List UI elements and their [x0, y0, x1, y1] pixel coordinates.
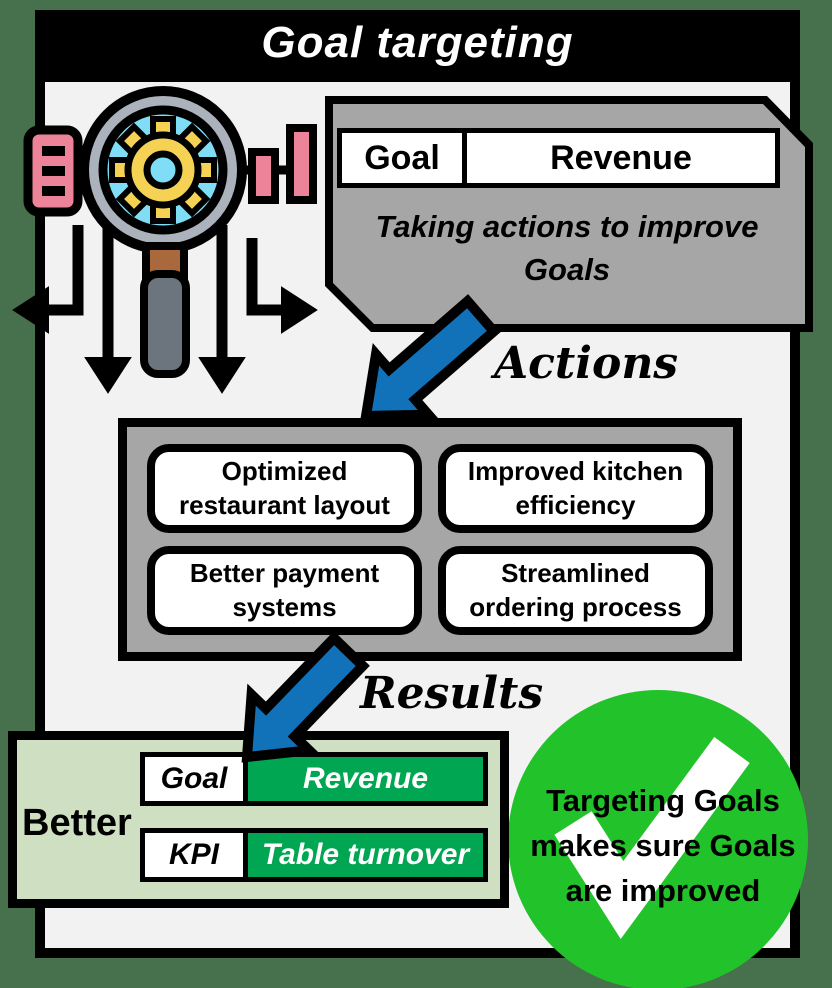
- result-row-kpi: KPI Table turnover: [140, 828, 488, 882]
- gear-icon: [109, 116, 217, 224]
- check-circle-icon: [508, 690, 808, 988]
- down-arrows-icon: [12, 225, 318, 394]
- result-kpi-key-cell: KPI: [140, 828, 248, 882]
- result-goal-value-cell: Revenue: [243, 752, 488, 806]
- actions-flow-label: Actions: [494, 338, 679, 389]
- result-row-goal: Goal Revenue: [140, 752, 488, 806]
- magnifier-gear-analysis-icon: [12, 86, 318, 394]
- magnifier-handle: [140, 270, 190, 378]
- action-item-kitchen-efficiency: Improved kitchen efficiency: [438, 444, 713, 533]
- result-goal-key-cell: Goal: [140, 752, 248, 806]
- checkmark-icon: [554, 736, 750, 939]
- action-item-ordering-process: Streamlined ordering process: [438, 546, 713, 635]
- better-label: Better: [22, 802, 132, 844]
- actions-box: Optimized restaurant layout Improved kit…: [118, 418, 742, 661]
- action-item-payment-systems: Better payment systems: [147, 546, 422, 635]
- goal-table-value-cell: Revenue: [462, 128, 780, 188]
- page-title: Goal targeting: [261, 18, 574, 67]
- action-item-optimized-layout: Optimized restaurant layout: [147, 444, 422, 533]
- list-icon: [23, 125, 83, 217]
- goal-table-key-cell: Goal: [337, 128, 467, 188]
- badge-caption: Targeting Goals makes sure Goals are imp…: [530, 783, 796, 908]
- result-kpi-value-cell: Table turnover: [243, 828, 488, 882]
- goal-box-caption: Taking actions to improve Goals: [375, 209, 759, 287]
- magnifier-icon: [79, 86, 247, 378]
- goal-table: Goal Revenue: [337, 128, 780, 188]
- bar-chart-icon: [248, 124, 317, 204]
- results-flow-label: Results: [360, 668, 544, 719]
